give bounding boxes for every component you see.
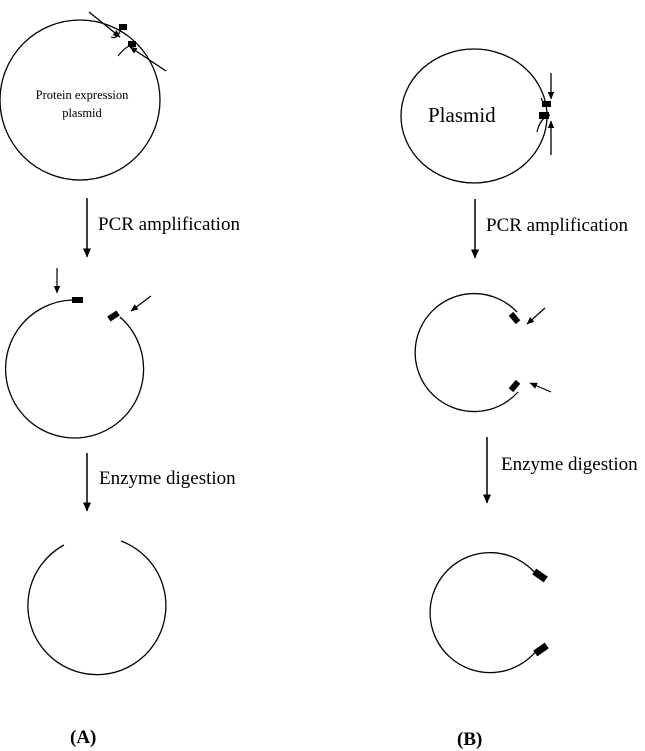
end-tag-b2 <box>508 379 521 393</box>
primer-pair-b <box>536 73 555 155</box>
pcr-product-a <box>5 299 145 439</box>
step-label-a2: Enzyme digestion <box>99 468 236 489</box>
end-tag-b1 <box>508 311 521 325</box>
primer-arrow-a2 <box>129 46 167 72</box>
digested-product-b <box>429 551 538 674</box>
cut-arrow-b2 <box>529 382 552 393</box>
panel-a <box>0 11 167 676</box>
step-label-a1: PCR amplification <box>98 214 240 235</box>
plasmid-label-a-line1: Protein expression <box>35 88 129 102</box>
primer-pair-a <box>88 11 167 72</box>
cut-arrow-b1 <box>526 307 546 325</box>
end-tag-a2 <box>107 310 120 322</box>
digested-product-a <box>27 540 167 676</box>
template-plasmid-a <box>0 19 161 181</box>
primer-arrow-a1 <box>88 11 121 38</box>
plasmid-label-b: Plasmid <box>428 103 496 127</box>
step-label-b2: Enzyme digestion <box>501 454 638 475</box>
pcr-product-b <box>414 292 519 413</box>
end-tag-b4 <box>533 642 549 657</box>
panel-label-b: (B) <box>457 729 483 750</box>
panel-b <box>400 48 555 674</box>
panel-label-a: (A) <box>70 727 97 748</box>
cut-arrow-a2 <box>130 295 152 312</box>
end-tag-a1 <box>72 297 83 303</box>
plasmid-label-a-line2: plasmid <box>62 106 102 120</box>
end-tag-b3 <box>532 568 548 583</box>
step-label-b1: PCR amplification <box>486 215 628 236</box>
